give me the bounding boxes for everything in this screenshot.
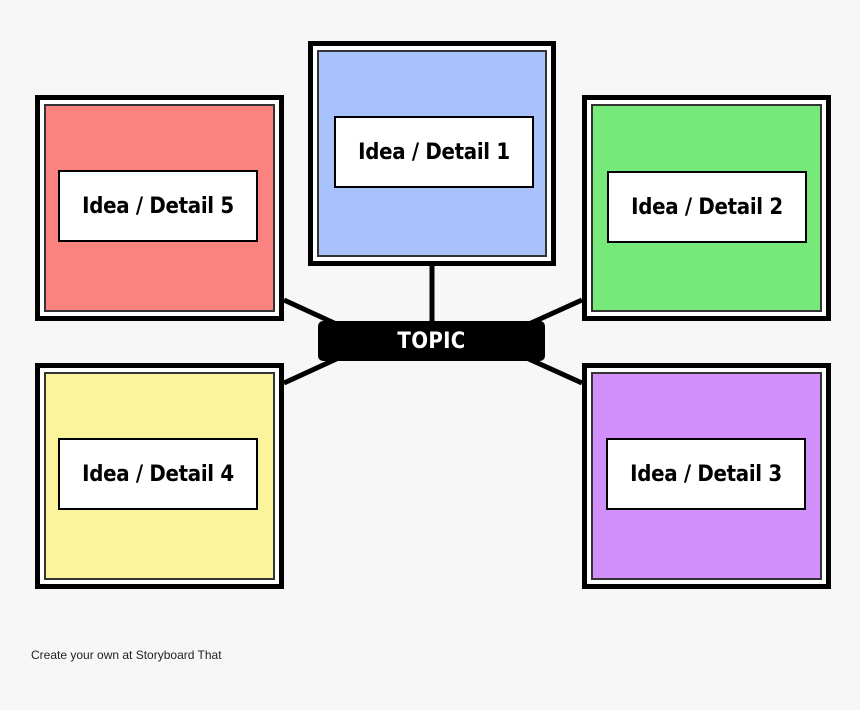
idea-panel-3: Idea / Detail 3 bbox=[591, 372, 822, 580]
idea-panel-1: Idea / Detail 1 bbox=[317, 50, 547, 257]
idea-label-2: Idea / Detail 2 bbox=[607, 171, 807, 243]
idea-card-1: Idea / Detail 1 bbox=[308, 41, 556, 266]
idea-card-5: Idea / Detail 5 bbox=[35, 95, 284, 321]
topic-label: TOPIC bbox=[318, 321, 545, 361]
idea-label-5: Idea / Detail 5 bbox=[58, 170, 258, 242]
idea-card-4: Idea / Detail 4 bbox=[35, 363, 284, 589]
footer-credit: Create your own at Storyboard That bbox=[31, 648, 222, 662]
idea-panel-4: Idea / Detail 4 bbox=[44, 372, 275, 580]
idea-label-1: Idea / Detail 1 bbox=[334, 116, 534, 188]
idea-label-4: Idea / Detail 4 bbox=[58, 438, 258, 510]
idea-card-2: Idea / Detail 2 bbox=[582, 95, 831, 321]
idea-panel-5: Idea / Detail 5 bbox=[44, 104, 275, 312]
idea-card-3: Idea / Detail 3 bbox=[582, 363, 831, 589]
idea-panel-2: Idea / Detail 2 bbox=[591, 104, 822, 312]
idea-label-3: Idea / Detail 3 bbox=[606, 438, 806, 510]
